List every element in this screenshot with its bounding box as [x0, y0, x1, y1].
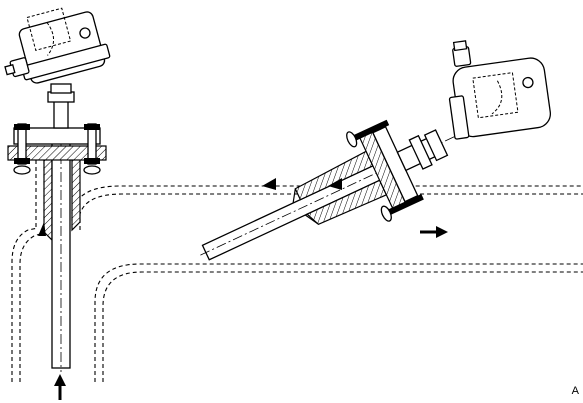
left-thermometer	[4, 7, 111, 372]
right-thermometer	[200, 40, 552, 261]
flow-arrow-up	[54, 374, 66, 400]
pipe-inner-wall	[94, 263, 583, 382]
flow-arrow-right	[420, 226, 448, 238]
corner-label: A	[571, 385, 579, 397]
